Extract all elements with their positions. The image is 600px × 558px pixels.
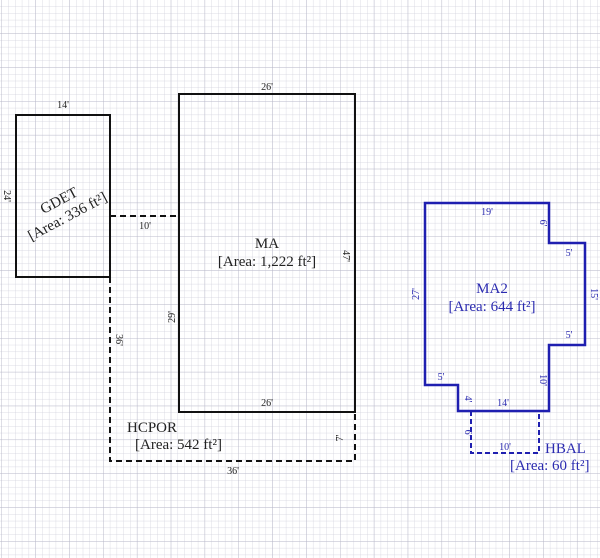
ma2-dim-right: 15' <box>588 288 599 300</box>
hcpor-dim-bottom: 36' <box>227 466 239 477</box>
hcpor-area: [Area: 542 ft²] <box>135 437 222 453</box>
ma-dim-left: 29' <box>167 311 178 323</box>
ma2-dim-bottom: 14' <box>497 398 509 409</box>
hbal-dim-bottom: 10' <box>499 442 511 453</box>
ma2-dim-notch-vertical: 4' <box>462 396 473 403</box>
area-ma2[interactable]: 19' 6' 5' 15' 5' 10' 14' 4' 5' 27' MA2 [… <box>411 201 599 413</box>
hbal-dim-left: 6' <box>462 430 473 437</box>
gdet-dim-left: 24' <box>1 190 12 202</box>
gdet-dim-top: 14' <box>57 100 69 111</box>
ma2-outline[interactable] <box>423 201 587 413</box>
ma2-dim-right-upper: 6' <box>537 220 548 227</box>
hbal-area: [Area: 60 ft²] <box>510 458 589 474</box>
ma-dim-top: 26' <box>261 82 273 93</box>
ma2-dim-step-lower: 5' <box>566 330 573 341</box>
connector-dim: 10' <box>139 221 151 232</box>
ma-outline[interactable] <box>178 93 356 413</box>
gdet-outline[interactable] <box>15 114 111 278</box>
ma-dim-right: 47' <box>340 250 351 262</box>
ma-name: MA <box>255 236 279 252</box>
ma2-name: MA2 <box>476 281 508 297</box>
area-hbal[interactable]: 6' 10' HBAL [Area: 60 ft²] <box>462 411 589 474</box>
area-hcpor[interactable]: 36' 36' 7' HCPOR [Area: 542 ft²] <box>109 277 356 477</box>
ma2-dim-right-lower: 10' <box>537 374 548 386</box>
ma2-dim-step-upper: 5' <box>566 248 573 259</box>
ma2-area: [Area: 644 ft²] <box>449 299 536 315</box>
hcpor-outline[interactable] <box>109 277 356 462</box>
hbal-name: HBAL <box>545 441 586 457</box>
ma2-dim-top: 19' <box>481 207 493 218</box>
area-ma[interactable]: 26' 47' 29' 26' MA [Area: 1,222 ft²] <box>167 82 356 413</box>
hcpor-dim-right: 7' <box>335 434 346 441</box>
ma-dim-bottom: 26' <box>261 398 273 409</box>
hbal-outline[interactable] <box>470 411 540 454</box>
hcpor-name: HCPOR <box>127 420 177 436</box>
ma2-dim-notch-horizontal: 5' <box>438 372 445 383</box>
hcpor-dim-left: 36' <box>113 334 124 346</box>
ma-area: [Area: 1,222 ft²] <box>218 254 316 270</box>
ma2-dim-left: 27' <box>411 288 422 300</box>
